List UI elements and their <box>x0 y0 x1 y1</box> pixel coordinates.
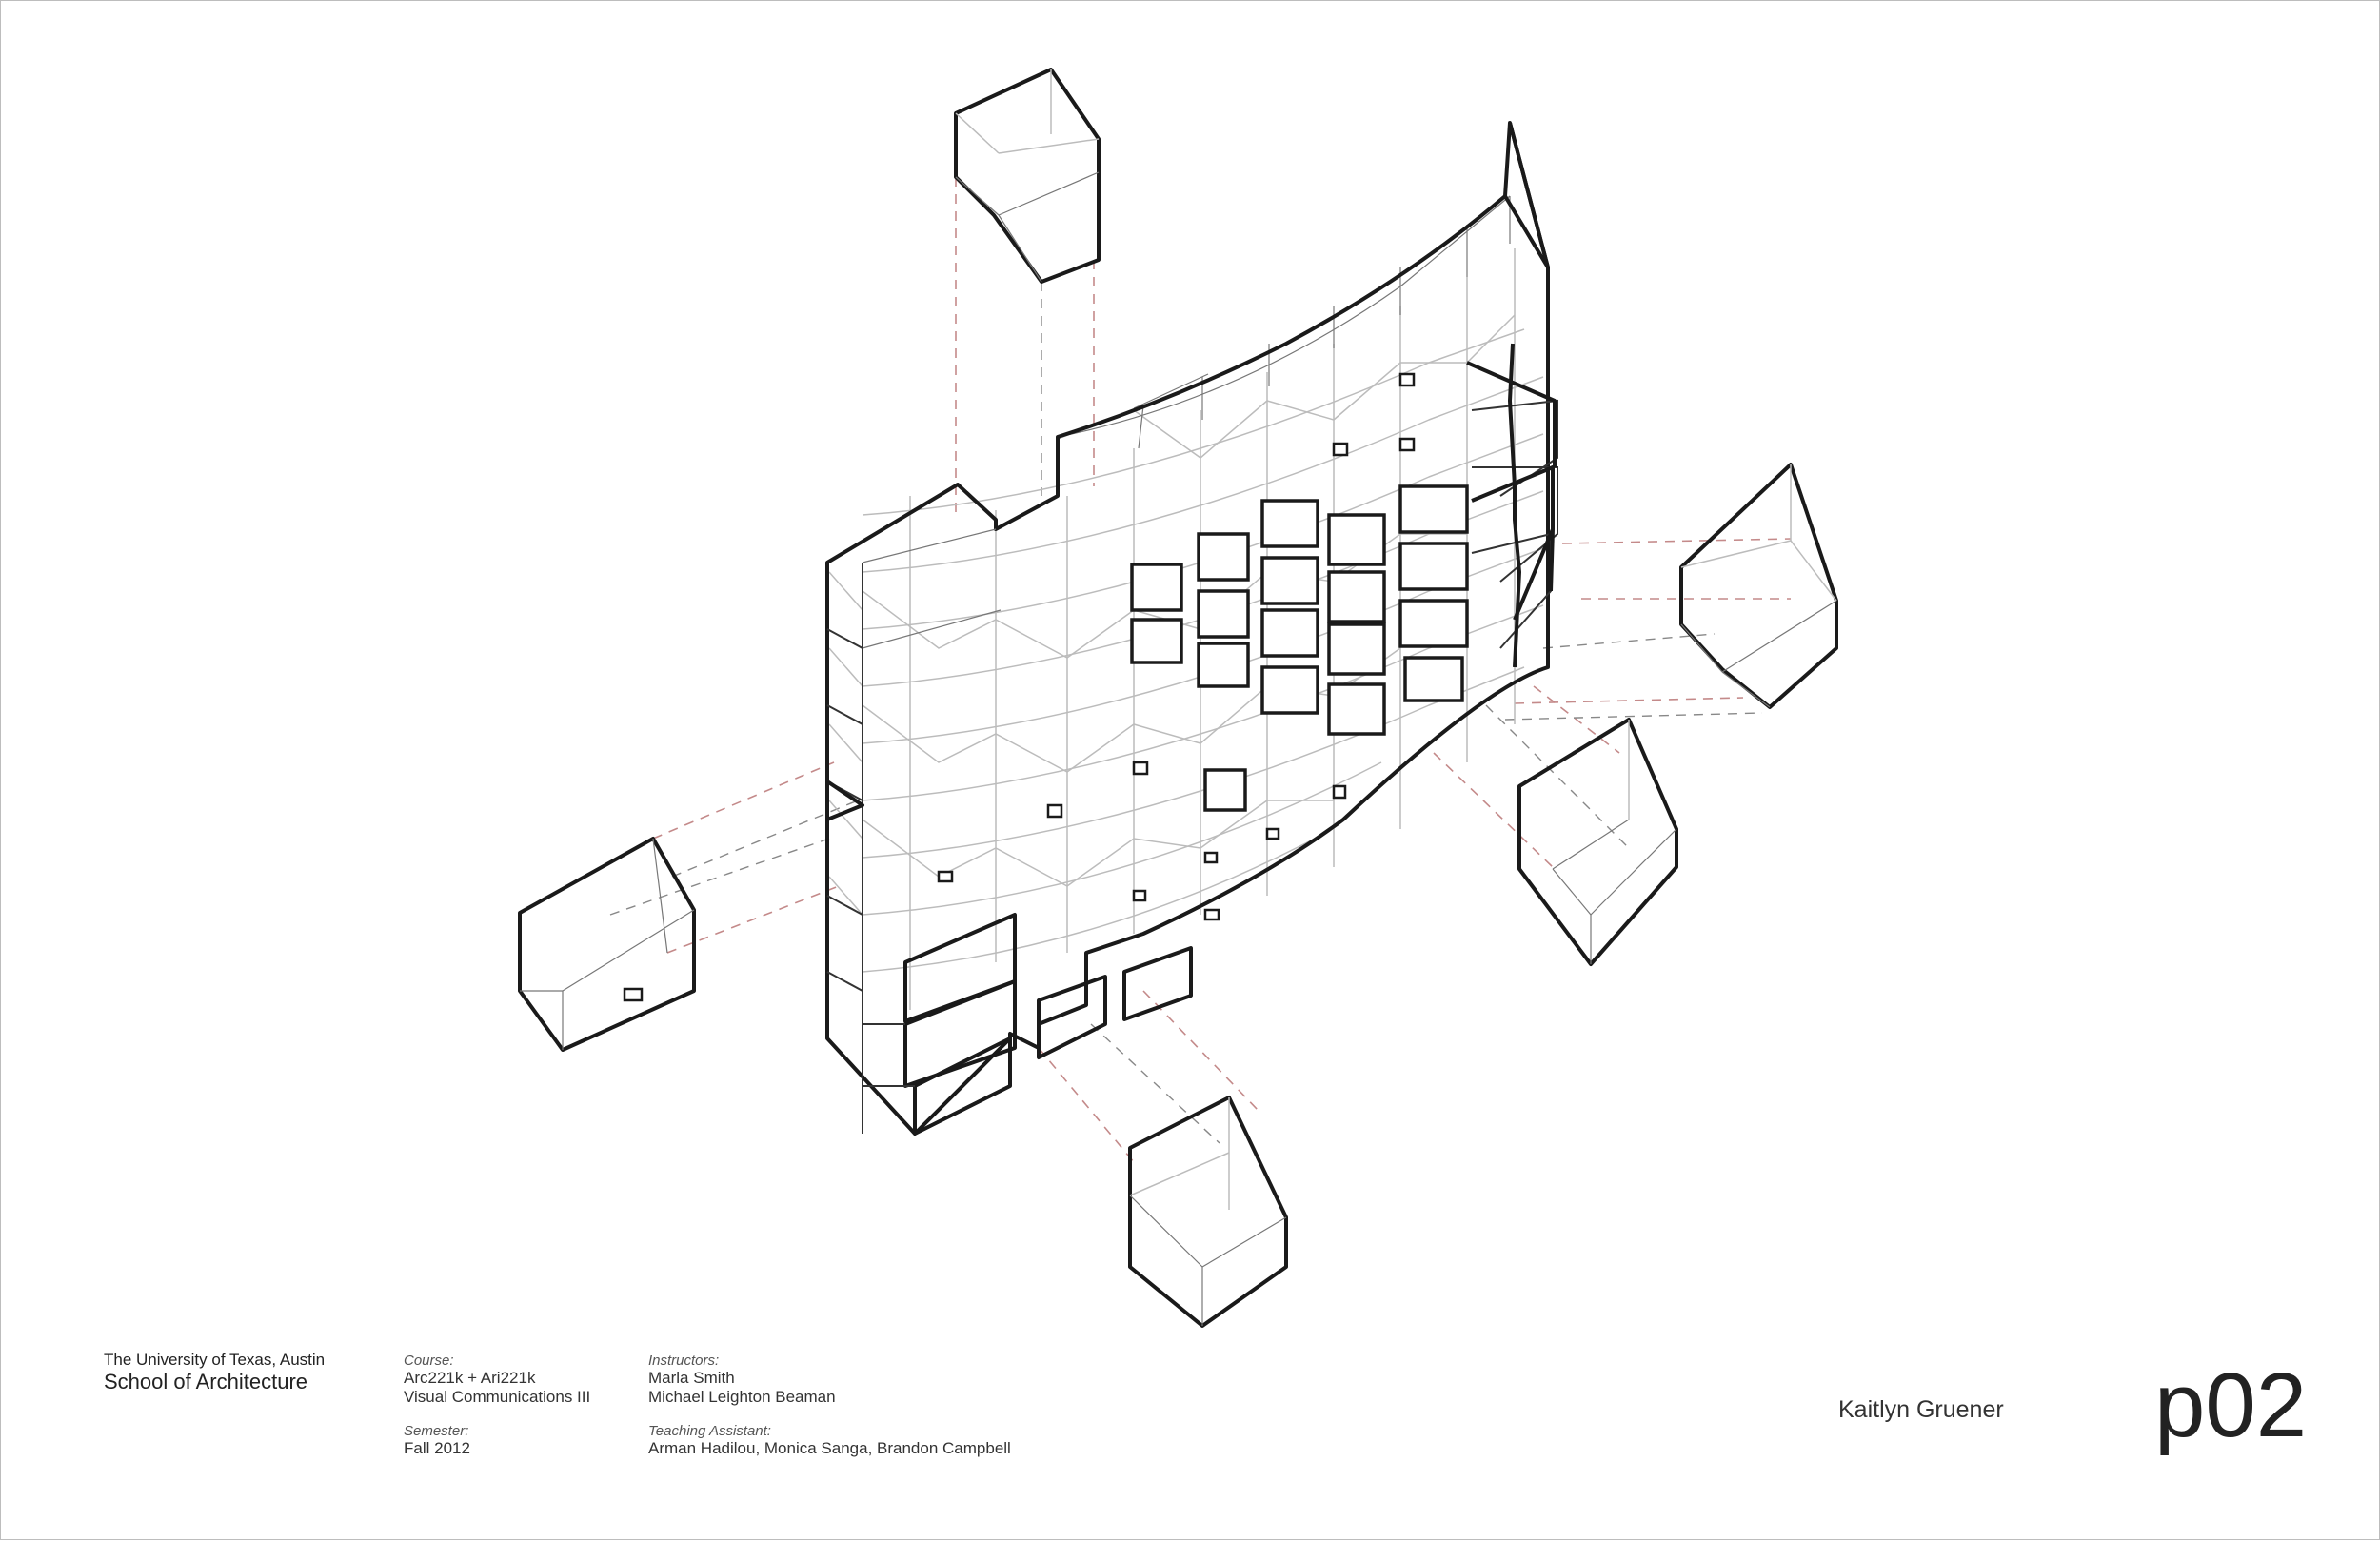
projection-lines <box>609 177 1792 1163</box>
course-label: Course: <box>404 1353 454 1369</box>
school-block: The University of Texas, Austin School o… <box>104 1351 325 1393</box>
detached-volume-top <box>954 68 1101 284</box>
detached-volume-bottom <box>1128 1096 1288 1328</box>
teaching-assistant-label: Teaching Assistant: <box>648 1423 771 1439</box>
main-building-mass <box>825 121 1558 1136</box>
semester-label: Semester: <box>404 1423 469 1439</box>
instructors-label: Instructors: <box>648 1353 720 1369</box>
course-block: Course: Arc221k + Ari221k Visual Communi… <box>404 1353 590 1406</box>
roof-grid <box>1057 195 1511 449</box>
course-name: Visual Communications III <box>404 1387 591 1406</box>
small-openings <box>937 372 1416 921</box>
semester-value: Fall 2012 <box>404 1439 470 1458</box>
instructor-name: Michael Leighton Beaman <box>648 1387 836 1406</box>
teaching-assistant-block: Teaching Assistant: Arman Hadilou, Monic… <box>648 1423 1011 1458</box>
student-name: Kaitlyn Gruener <box>1838 1396 2004 1423</box>
school-name: School of Architecture <box>104 1369 308 1393</box>
instructor-name: Marla Smith <box>648 1369 735 1388</box>
teaching-assistant-names: Arman Hadilou, Monica Sanga, Brandon Cam… <box>648 1439 1011 1458</box>
page-number: p02 <box>2154 1354 2308 1456</box>
detached-volume-right <box>1679 463 1838 709</box>
university-name: The University of Texas, Austin <box>104 1351 326 1369</box>
course-codes: Arc221k + Ari221k <box>404 1369 536 1388</box>
detached-volume-right-lower <box>1517 718 1678 966</box>
detached-volume-left <box>518 837 696 1052</box>
building-outline <box>825 121 1550 1136</box>
semester-block: Semester: Fall 2012 <box>404 1423 470 1458</box>
window-openings <box>1130 484 1469 812</box>
instructors-block: Instructors: Marla Smith Michael Leighto… <box>648 1353 836 1406</box>
